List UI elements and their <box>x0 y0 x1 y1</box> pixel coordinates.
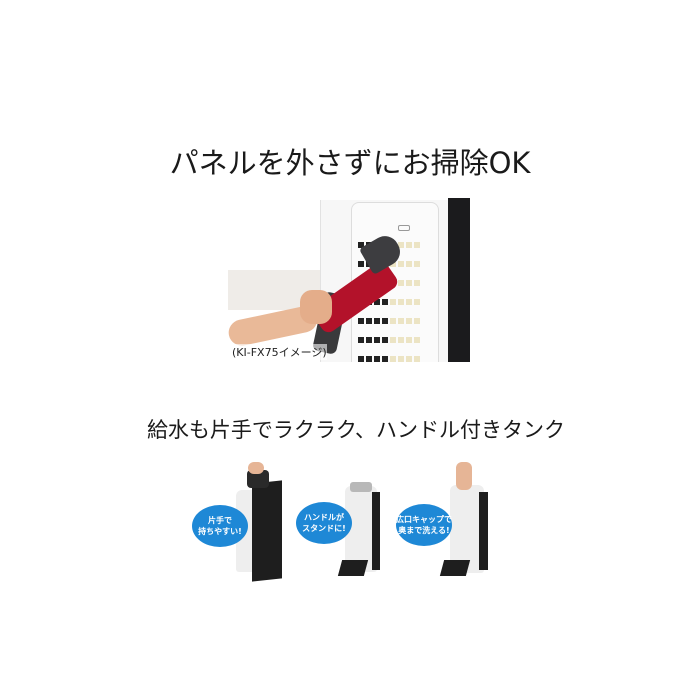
vent-cell <box>382 356 388 362</box>
vent-cell <box>358 261 364 267</box>
hand-1 <box>248 462 264 474</box>
vent-cell <box>414 242 420 248</box>
vent-cell <box>406 318 412 324</box>
vent-cell <box>382 337 388 343</box>
vent-cell <box>390 318 396 324</box>
heading-handle-tank: 給水も片手でラクラク、ハンドル付きタンク <box>146 418 566 442</box>
vent-cell <box>414 261 420 267</box>
vent-cell <box>382 299 388 305</box>
vent-cell <box>398 318 404 324</box>
tank-3-stand <box>479 492 488 570</box>
vent-cell <box>398 356 404 362</box>
vent-cell <box>406 280 412 286</box>
vent-cell <box>414 299 420 305</box>
vent-cell <box>366 337 372 343</box>
vent-cell <box>398 299 404 305</box>
tank-3-handle-stand <box>439 560 471 576</box>
vent-cell <box>390 337 396 343</box>
vent-cell <box>406 261 412 267</box>
tank-2-stand <box>372 492 380 570</box>
bubble-3-line1: 広口キャップで <box>396 515 452 524</box>
hand <box>300 290 332 324</box>
water-tank-3 <box>450 485 484 573</box>
vent-cell <box>358 318 364 324</box>
tank-1-frame <box>252 480 282 582</box>
vent-cell <box>406 356 412 362</box>
vent-cell <box>374 299 380 305</box>
bubble-1-line1: 片手で <box>208 516 232 525</box>
vent-cell <box>358 356 364 362</box>
vent-cell <box>358 242 364 248</box>
bubble-3-line2: 奥まで洗える! <box>398 526 450 535</box>
logo-mark <box>398 225 410 231</box>
vent-cell <box>390 356 396 362</box>
vent-cell <box>366 356 372 362</box>
vent-cell <box>406 337 412 343</box>
vent-cell <box>398 261 404 267</box>
vent-cell <box>398 280 404 286</box>
vent-cell <box>374 356 380 362</box>
tank-2-cap <box>350 482 372 492</box>
vent-cell <box>358 337 364 343</box>
vent-cell <box>414 318 420 324</box>
hand-3 <box>456 462 472 490</box>
vent-cell <box>398 337 404 343</box>
photo-caption: (KI-FX75イメージ) <box>232 344 327 360</box>
bubble-2-line1: ハンドルが <box>304 513 344 522</box>
vent-cell <box>414 337 420 343</box>
vent-cell <box>406 299 412 305</box>
bubble-1-line2: 持ちやすい! <box>198 527 242 536</box>
bubble-2-line2: スタンドに! <box>302 524 346 533</box>
heading-clean-without-removing-panel: パネルを外さずにお掃除OK <box>169 146 531 180</box>
vent-cell <box>374 337 380 343</box>
vent-cell <box>414 356 420 362</box>
vent-cell <box>390 261 396 267</box>
vent-cell <box>366 318 372 324</box>
vent-cell <box>414 280 420 286</box>
bubble-2: ハンドルが スタンドに! <box>296 502 352 544</box>
bubble-1: 片手で 持ちやすい! <box>192 505 248 547</box>
cleaning-photo: (KI-FX75イメージ) <box>228 198 470 362</box>
tank-2-handle-stand <box>337 560 369 576</box>
vent-cell <box>398 242 404 248</box>
vent-cell <box>382 318 388 324</box>
tank-1-handle <box>247 470 269 488</box>
unit-side-dark <box>448 198 470 362</box>
vent-cell <box>406 242 412 248</box>
vent-cell <box>390 299 396 305</box>
bubble-3: 広口キャップで 奥まで洗える! <box>396 504 452 546</box>
vent-cell <box>374 318 380 324</box>
